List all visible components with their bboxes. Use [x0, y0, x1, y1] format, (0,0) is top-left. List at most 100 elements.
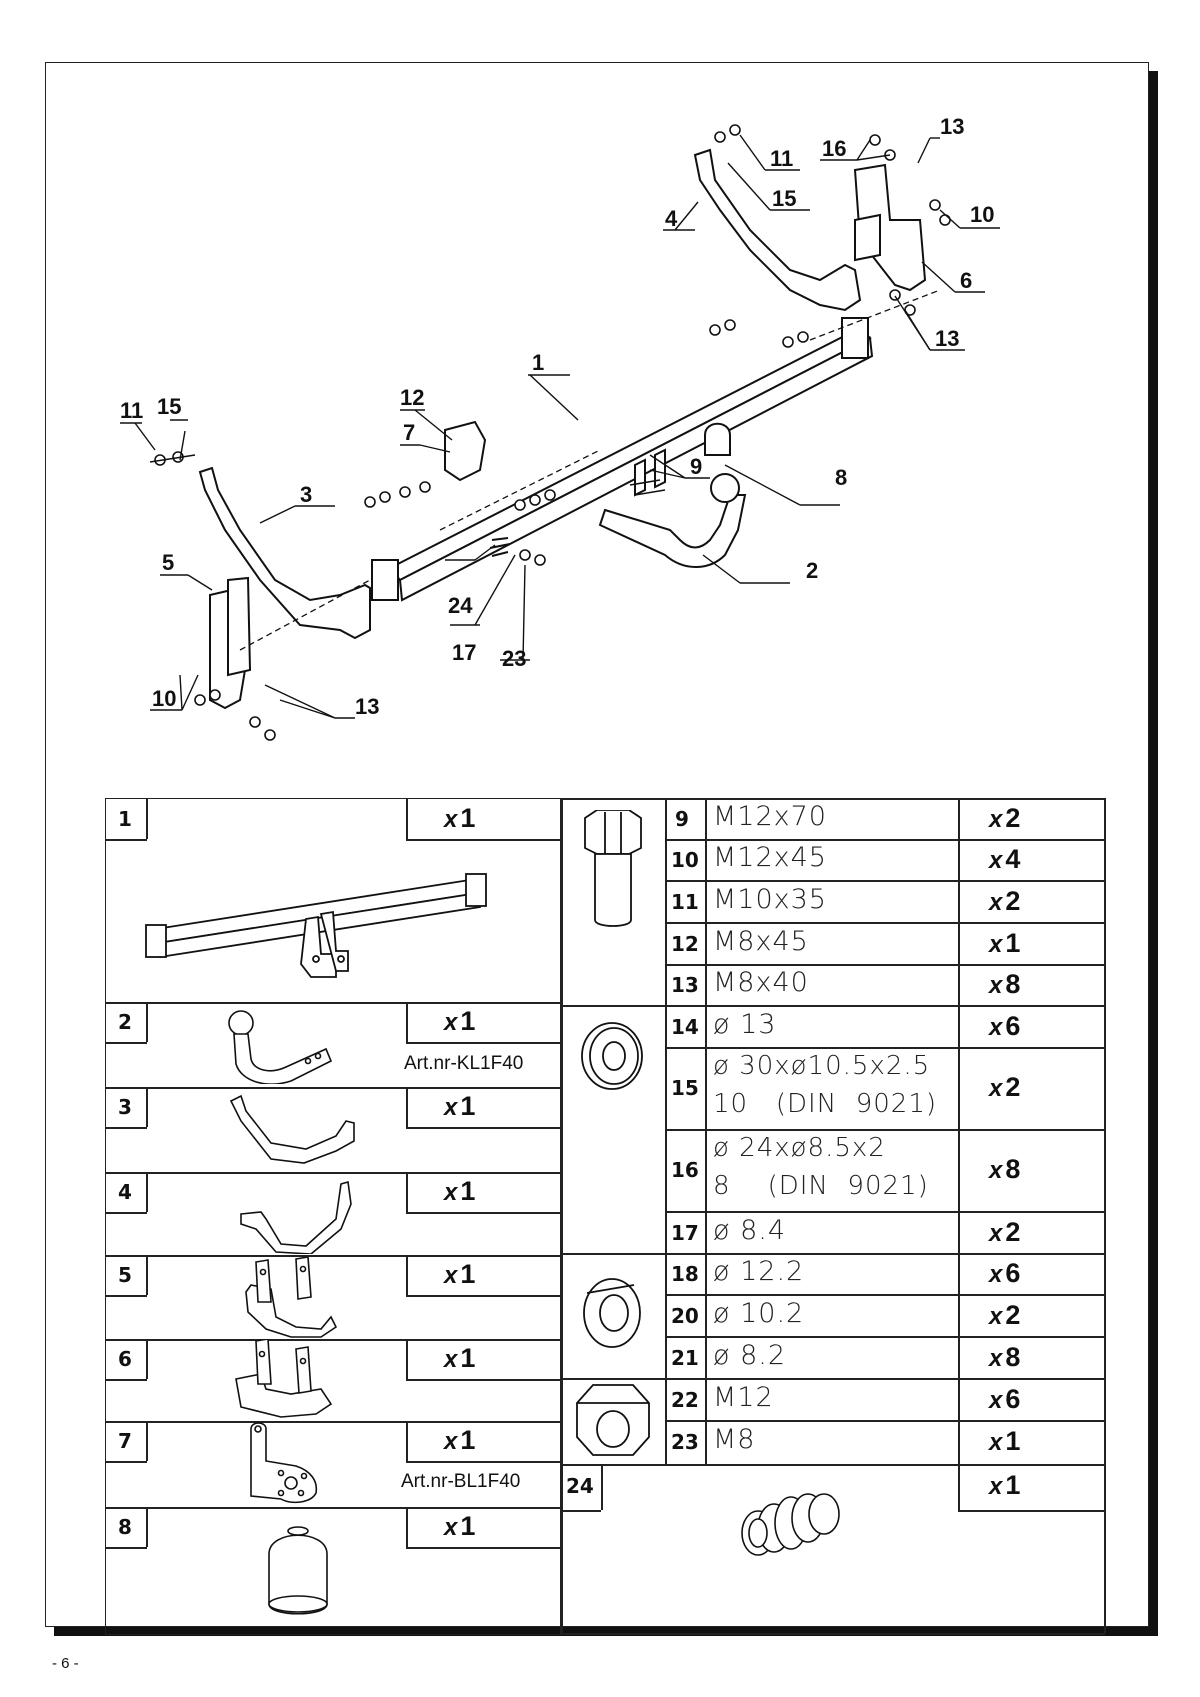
exploded-assembly-diagram: 1 2 3 4 5 6 7 8 9 10 10 11 11 12 13 13 1… [120, 114, 1000, 741]
arm-right-thumbnail [240, 1180, 352, 1254]
nut-icon [576, 1384, 650, 1456]
towball-part [598, 494, 747, 568]
spring-part [489, 537, 511, 557]
part-desc-20: ø 10.2 [713, 1298, 805, 1329]
callout-11-left: 11 [120, 398, 143, 423]
part-number-16: 16 [671, 1158, 699, 1182]
arm-left-part [198, 466, 371, 640]
arm-left-thumbnail [229, 1094, 355, 1164]
callout-6: 6 [960, 268, 972, 293]
callout-15-left: 15 [157, 394, 181, 419]
part-desc-18: ø 12.2 [713, 1256, 805, 1287]
part-number-12: 12 [671, 932, 699, 956]
part-number-11: 11 [671, 890, 699, 914]
bracket-left-thumbnail [245, 1257, 338, 1338]
part-desc-17: ø 8.4 [713, 1215, 787, 1246]
callout-10-right: 10 [970, 202, 994, 227]
callout-9: 9 [690, 454, 702, 479]
part-desc-22: M12 [713, 1382, 774, 1413]
crossbar-thumbnail [145, 873, 487, 978]
towball-thumbnail [228, 1010, 333, 1084]
part-number-4: 4 [118, 1180, 132, 1204]
callout-16: 16 [822, 136, 846, 161]
part-desc-15-line2: 10 (DIN 9021) [713, 1089, 937, 1119]
callout-23: 23 [502, 646, 526, 671]
part-number-5: 5 [118, 1263, 132, 1287]
part-artnr-2: Art.nr-KL1F40 [404, 1053, 524, 1074]
callout-5: 5 [162, 550, 174, 575]
part-desc-10: M12x45 [713, 842, 827, 873]
callout-13-right: 13 [935, 326, 959, 351]
part-desc-13: M8x40 [713, 967, 809, 998]
part-number-24: 24 [566, 1474, 594, 1498]
part-desc-15: ø 30xø10.5x2.5 [713, 1051, 931, 1081]
callout-15-right: 15 [772, 186, 796, 211]
callout-13-left: 13 [355, 694, 379, 719]
part-number-22: 22 [671, 1388, 699, 1412]
socket-plate-thumbnail [250, 1422, 318, 1504]
callout-3: 3 [300, 482, 312, 507]
arm-right-part [693, 148, 862, 312]
callout-10-left: 10 [152, 686, 176, 711]
part-number-17: 17 [671, 1221, 699, 1245]
part-desc-12: M8x45 [713, 926, 809, 957]
callout-13-top: 13 [940, 114, 964, 139]
socket-plate-part [444, 420, 487, 482]
page-number: - 6 - [52, 1655, 79, 1672]
part-number-20: 20 [671, 1304, 699, 1328]
part-number-18: 18 [671, 1262, 699, 1286]
bolt-icon [584, 810, 642, 927]
callout-1: 1 [532, 350, 544, 375]
part-number-13: 13 [671, 973, 699, 997]
spring-washer-icon [583, 1278, 641, 1348]
callout-7: 7 [403, 420, 415, 445]
leader-lines [120, 134, 1000, 719]
crossbar-end-left [371, 559, 399, 601]
ball-cap-thumbnail [268, 1526, 328, 1615]
callout-24: 24 [448, 593, 473, 618]
callout-2: 2 [806, 558, 818, 583]
part-number-3: 3 [118, 1095, 132, 1119]
spring-icon [741, 1493, 840, 1556]
part-number-21: 21 [671, 1346, 699, 1370]
part-number-6: 6 [118, 1347, 132, 1371]
part-desc-21: ø 8.2 [713, 1340, 787, 1371]
part-desc-9: M12x70 [713, 801, 827, 832]
part-number-2: 2 [118, 1010, 132, 1034]
part-number-9: 9 [675, 807, 689, 831]
part-desc-16: ø 24xø8.5x2 [713, 1133, 886, 1163]
callout-11-right: 11 [770, 146, 793, 171]
ball-cap-part [704, 422, 731, 456]
callout-12: 12 [400, 385, 424, 410]
part-number-1: 1 [118, 807, 132, 831]
callout-17: 17 [452, 640, 476, 665]
washer-icon [581, 1022, 643, 1090]
crossbar-end-right [841, 317, 869, 359]
fasteners [149, 124, 951, 741]
part-desc-14: ø 13 [713, 1009, 777, 1040]
part-number-14: 14 [671, 1015, 699, 1039]
part-desc-23: M8 [713, 1424, 756, 1455]
callout-8: 8 [835, 465, 847, 490]
